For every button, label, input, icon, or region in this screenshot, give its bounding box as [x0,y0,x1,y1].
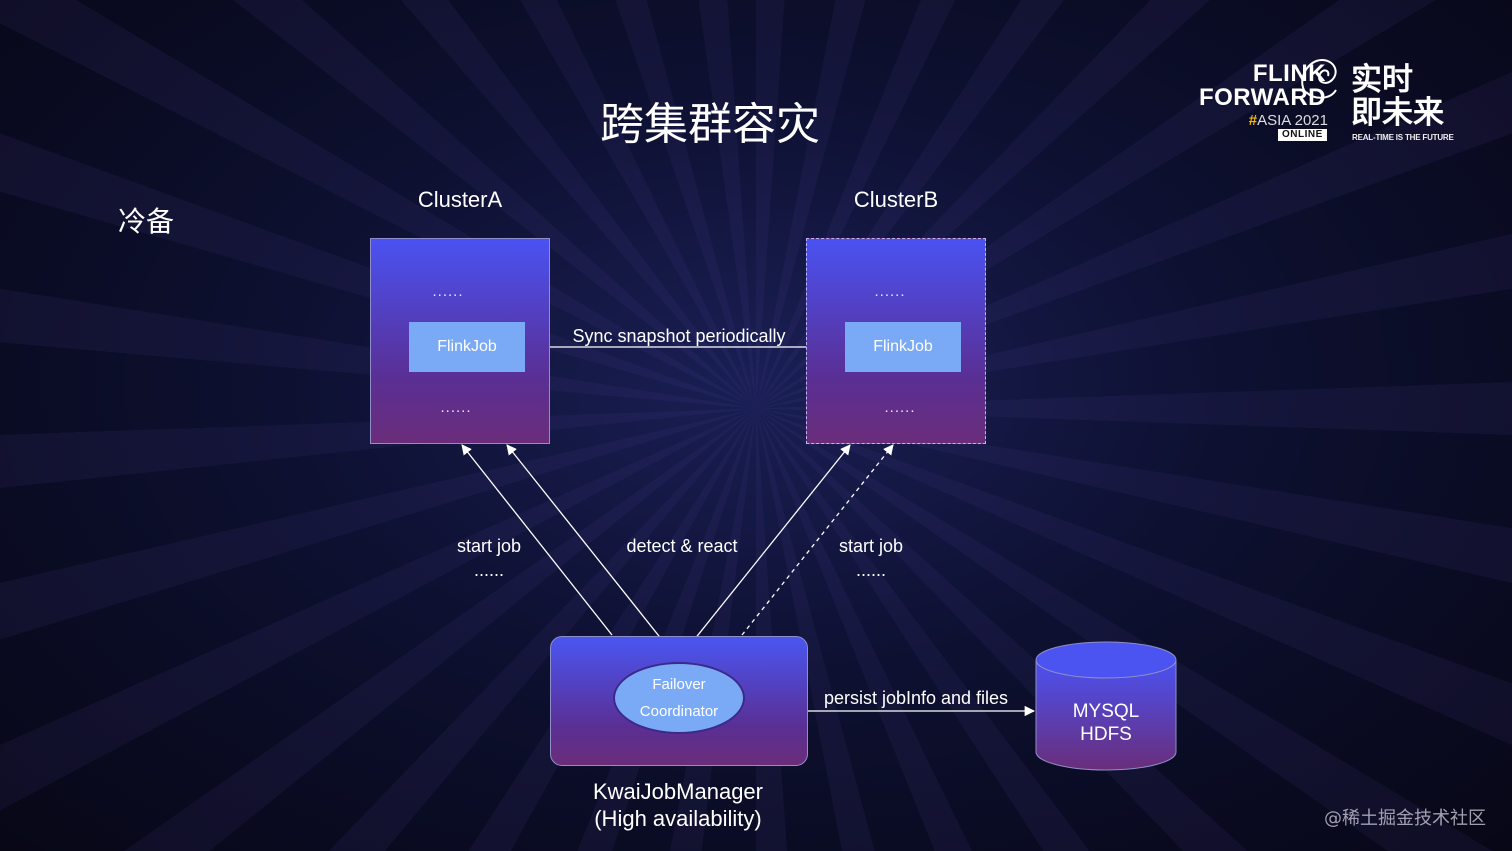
cluster-b-title: ClusterB [853,187,939,212]
start-job-a-dots: ...... [473,560,504,580]
cluster-a-dots-bottom: ...... [440,399,472,416]
cluster-a-node: ...... FlinkJob ...... [370,238,550,444]
logo-slogan-en: REAL-TIME IS THE FUTURE [1352,133,1454,142]
start-job-a-label: start job [456,536,522,556]
flink-forward-logo: FLINK FORWARD #ASIA 2021 ONLINE 实时 即未来 R… [1196,56,1456,148]
mode-label: 冷备 [118,205,175,238]
cluster-a-title: ClusterA [417,187,503,212]
storage-cylinder [1035,641,1177,771]
online-badge: ONLINE [1278,129,1327,141]
logo-slogan-cn: 实时 即未来 [1351,62,1444,131]
detect-react-arrow-b [677,444,851,661]
cluster-b-flinkjob: FlinkJob [845,322,961,372]
start-job-b-label: start job [838,536,904,556]
squirrel-icon [1301,58,1337,99]
cluster-b-node: ...... FlinkJob ...... [806,238,986,444]
detect-react-label: detect & react [626,536,738,556]
kwai-job-manager-label: KwaiJobManager (High availability) [593,779,763,831]
start-job-b-dots: ...... [855,560,886,580]
detect-react-arrow-a [506,444,679,661]
start-job-b-arrow [741,444,894,636]
storage-label: MYSQL HDFS [1072,701,1140,745]
logo-edition: #ASIA 2021 [1248,112,1328,129]
persist-label: persist jobInfo and files [823,688,1009,708]
cluster-a-dots-top: ...... [432,283,464,300]
sync-label: Sync snapshot periodically [572,326,786,346]
slide-title: 跨集群容灾 [600,99,820,150]
logo-wordmark: FLINK FORWARD [1198,60,1326,111]
failover-coordinator: Failover Coordinator [613,662,745,734]
cluster-b-dots-top: ...... [874,283,906,300]
cluster-a-flinkjob: FlinkJob [409,322,525,372]
start-job-a-arrow [461,444,613,636]
cluster-b-dots-bottom: ...... [884,399,916,416]
watermark: @稀土掘金技术社区 [1324,808,1486,829]
